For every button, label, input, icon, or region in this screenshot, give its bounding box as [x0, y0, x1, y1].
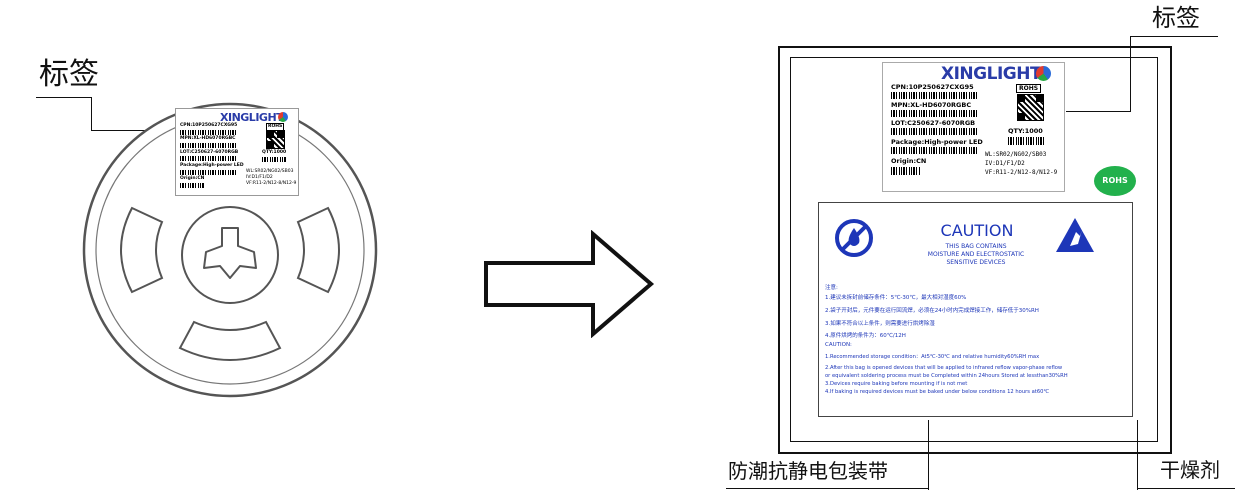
- bag-label-qr-code: [1017, 94, 1044, 121]
- caution-cn-1: 1.建议未拆封前储存条件：5℃-30℃，最大相对湿度60%: [825, 295, 967, 301]
- caution-sub-1: THIS BAG CONTAINS: [945, 243, 1007, 250]
- bag-product-label: XINGLIGHT CPN:10P250627CXG95 MPN:XL-HD60…: [882, 62, 1065, 192]
- caution-label: CAUTION THIS BAG CONTAINS MOISTURE AND E…: [818, 202, 1133, 417]
- bag-label-cpn: CPN:10P250627CXG95: [891, 83, 974, 91]
- bag-label-vf: VF:R11-2/N12-8/N12-9: [985, 169, 1058, 176]
- bag-label-brand: XINGLIGHT: [941, 64, 1042, 84]
- bag-label-barcode-4: [891, 147, 979, 154]
- reel-label-origin: Origin:CN: [180, 176, 205, 181]
- bag-label-barcode-2: [891, 110, 979, 117]
- bag-label-package: Package:High-power LED: [891, 138, 983, 146]
- antistatic-bag-outer: [778, 46, 1172, 454]
- caution-cn-4: 4.原件烘烤的条件为：60℃/12H: [825, 333, 906, 339]
- reel-label-barcode-3: [180, 156, 238, 161]
- reel-window-bottom: [178, 320, 282, 361]
- moisture-prohibited-icon: [835, 219, 873, 257]
- reel-product-label: XINGLIGHT CPN:10P250627CXG95 MPN:XL-HD60…: [175, 108, 299, 196]
- caution-cn-3: 3.如果不符合以上条件，则需要进行烘烤除湿: [825, 321, 935, 327]
- reel-label-qr-code: [266, 130, 285, 149]
- caution-en-1: 1.Recommended storage condition：At5℃-30℃…: [825, 354, 1040, 360]
- caution-en-3: or equivalent soldering process must be …: [825, 373, 1068, 379]
- callout-line-desiccant-h: [1137, 488, 1235, 489]
- reel-label-barcode-2: [180, 143, 238, 148]
- esd-warning-icon: [1056, 218, 1094, 252]
- callout-line-bag-h: [726, 488, 929, 489]
- bag-label-barcode-1: [891, 92, 979, 99]
- caution-cn-heading: 注意:: [825, 285, 838, 291]
- caution-sub-3: SENSITIVE DEVICES: [946, 259, 1006, 266]
- caution-en-heading: CAUTION:: [825, 342, 852, 348]
- reel-label-package: Package:High-power LED: [180, 163, 244, 168]
- reel-label-vf: VF:R11-2/N12-8/N12-9: [246, 181, 297, 186]
- callout-line-left-h: [36, 97, 92, 98]
- caution-en-4: 3.Devices require baking before mounting…: [825, 381, 968, 387]
- bag-label-logo-icon: [1036, 66, 1051, 81]
- reel-label-mpn: MPN:XL-HD6070RGBC: [180, 136, 236, 141]
- caution-sub-2: MOISTURE AND ELECTROSTATIC: [927, 251, 1025, 258]
- callout-line-left-h2: [91, 130, 175, 131]
- caution-title: CAUTION: [940, 221, 1014, 240]
- bag-label-barcode-5: [891, 167, 921, 175]
- bag-label-qty: QTY:1000: [1008, 127, 1043, 135]
- bag-label-iv: IV:D1/F1/D2: [985, 160, 1025, 167]
- antistatic-bag-inner: [790, 57, 1158, 442]
- reel-window-right: [296, 206, 340, 294]
- label-callout-left: 标签: [39, 57, 99, 92]
- callout-line-right-h2: [1066, 111, 1130, 112]
- reel-label-cpn: CPN:10P250627CXG95: [180, 123, 238, 128]
- reel-label-barcode-1: [180, 130, 238, 135]
- reel-label-iv: IV:D1/F1/D2: [246, 175, 273, 180]
- reel-label-barcode-4: [180, 170, 238, 175]
- caution-en-2: 2.After this bag is opened devices that …: [825, 365, 1063, 371]
- reel-label-brand: XINGLIGHT: [220, 111, 284, 124]
- reel-label-logo-icon: [278, 112, 288, 122]
- caution-en-5: 4.If baking is required devices must be …: [825, 389, 1050, 395]
- bag-label-rohs: ROHS: [1016, 84, 1042, 93]
- bag-label-lot: LOT:C250627-6070RGB: [891, 119, 976, 127]
- label-callout-right: 标签: [1152, 4, 1200, 32]
- rohs-badge: ROHS: [1094, 166, 1136, 196]
- desiccant-callout: 干燥剂: [1160, 458, 1220, 482]
- bag-label-barcode-qty: [1008, 137, 1046, 145]
- reel-label-lot: LOT:C250627-6070RGB: [180, 150, 239, 155]
- bag-label-barcode-3: [891, 128, 979, 135]
- caution-cn-2: 2.袋子开封后，元件要在运行回流焊，必须在24小时内完成焊接工作，储存低于30%…: [825, 308, 1039, 314]
- callout-line-left-v: [91, 97, 92, 131]
- bag-label-wl: WL:SR02/NG02/SB03: [985, 151, 1047, 158]
- reel-label-wl: WL:SR02/NG02/SB03: [246, 169, 294, 174]
- reel-label-barcode-qty: [262, 157, 286, 162]
- callout-line-right-h: [1130, 36, 1218, 37]
- callout-line-bag-v: [928, 420, 929, 490]
- bag-callout: 防潮抗静电包装带: [728, 459, 888, 483]
- reel-label-qty: QTY:1000: [262, 150, 287, 155]
- callout-line-desiccant-v: [1137, 420, 1138, 490]
- bag-label-mpn: MPN:XL-HD6070RGBC: [891, 101, 972, 109]
- bag-label-origin: Origin:CN: [891, 157, 927, 165]
- arrow-right-icon: [484, 230, 655, 338]
- reel-window-left: [120, 206, 164, 294]
- callout-line-right-v: [1130, 36, 1131, 112]
- reel-label-barcode-5: [180, 183, 204, 188]
- reel: [82, 102, 378, 398]
- reel-hub-spokes: [203, 227, 257, 279]
